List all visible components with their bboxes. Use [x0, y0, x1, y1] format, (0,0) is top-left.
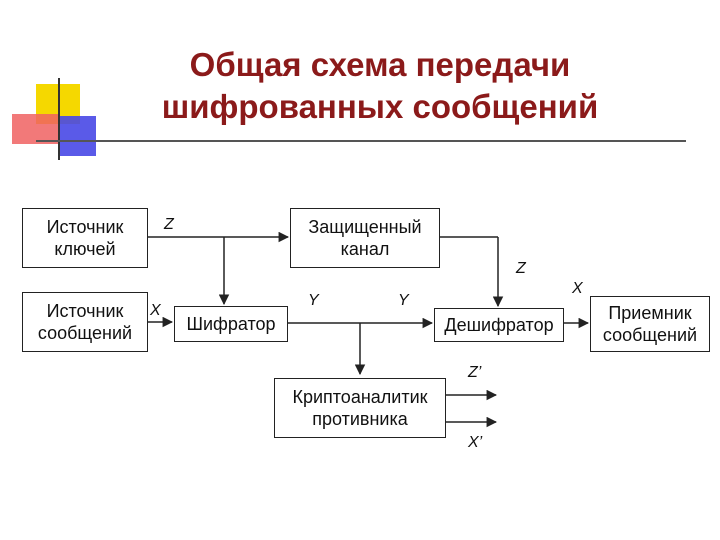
- label-x-left: X: [150, 302, 161, 319]
- page-title: Общая схема передачи шифрованных сообщен…: [120, 44, 640, 128]
- key-source-box: Источник ключей: [22, 208, 148, 268]
- decryptor-box: Дешифратор: [434, 308, 564, 342]
- encryptor-box: Шифратор: [174, 306, 288, 342]
- key-source-line-2: ключей: [54, 239, 116, 259]
- receiver-line-2: сообщений: [602, 325, 698, 345]
- message-source-box: Источник сообщений: [22, 292, 148, 352]
- protected-channel-line-1: Защищенный: [308, 217, 422, 237]
- title-underline: [36, 140, 686, 142]
- label-x-prime: X’: [468, 434, 483, 451]
- title-line-1: Общая схема передачи: [189, 46, 571, 83]
- label-y-left: Y: [308, 292, 319, 309]
- label-y-right: Y: [398, 292, 409, 309]
- decor-red-square: [12, 114, 58, 144]
- encryptor-label: Шифратор: [186, 314, 276, 334]
- decryptor-label: Дешифратор: [444, 315, 554, 335]
- label-z-prime: Z’: [468, 364, 482, 381]
- receiver-box: Приемник сообщений: [590, 296, 710, 352]
- message-source-line-2: сообщений: [37, 323, 133, 343]
- cryptanalyst-line-1: Криптоаналитик: [292, 387, 428, 407]
- cryptanalyst-box: Криптоаналитик противника: [274, 378, 446, 438]
- decor-vertical-line: [58, 78, 60, 160]
- message-source-line-1: Источник: [46, 301, 124, 321]
- decor-blue-square: [60, 116, 96, 156]
- label-x-right: X: [572, 280, 583, 297]
- protected-channel-box: Защищенный канал: [290, 208, 440, 268]
- protected-channel-line-2: канал: [340, 239, 390, 259]
- label-z-right: Z: [516, 260, 526, 277]
- receiver-line-1: Приемник: [608, 303, 692, 323]
- title-line-2: шифрованных сообщений: [161, 88, 599, 125]
- cryptanalyst-line-2: противника: [312, 409, 408, 429]
- label-z-top: Z: [164, 216, 174, 233]
- key-source-line-1: Источник: [46, 217, 124, 237]
